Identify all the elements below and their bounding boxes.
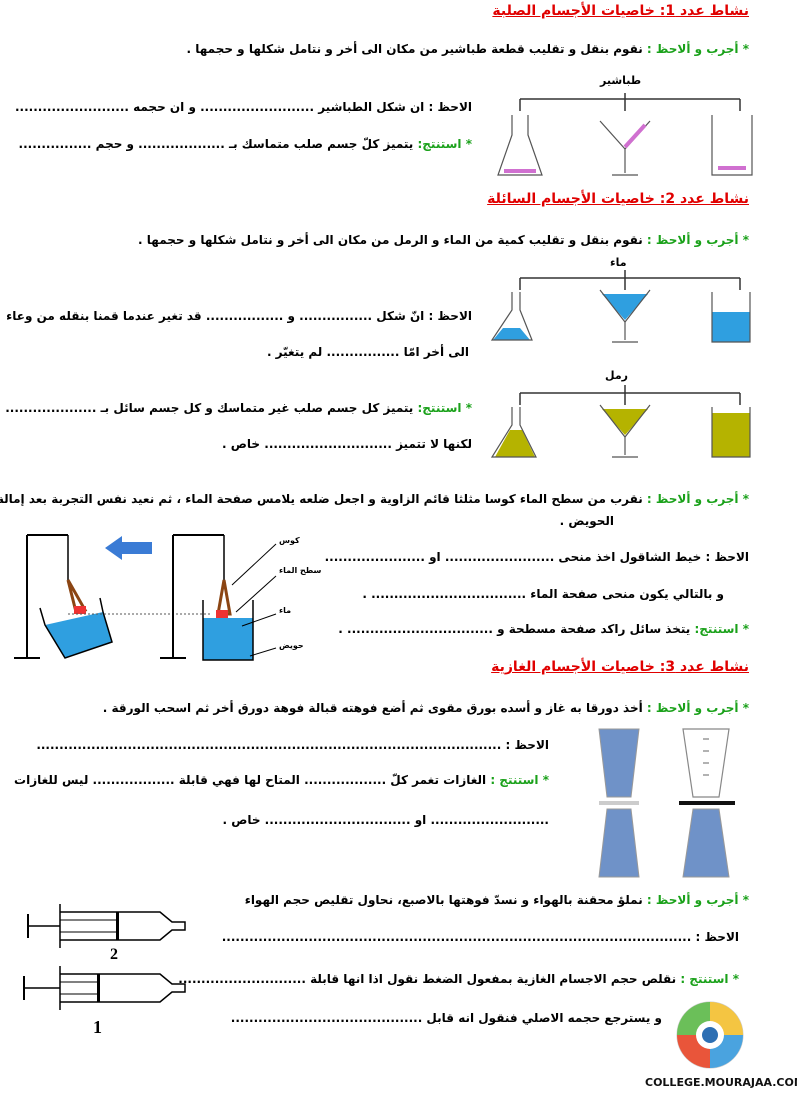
activity2b-observe-2: و بالتالي يكون منحى صفحة الماء .........… xyxy=(362,587,724,601)
conclude-text: نقلص حجم الاجسام الغازية بمفعول الضغط نق… xyxy=(178,972,677,986)
activity1-observe: الاحظ : ان شكل الطباشير ................… xyxy=(14,100,472,114)
conclude-label: * استنتج : xyxy=(680,972,739,986)
conclude-text: يتميز كل جسم صلب غير متماسك و كل جسم سائ… xyxy=(5,401,414,415)
instruction-label: * أجرب و ألاحظ : xyxy=(646,42,749,56)
activity1-instruction: * أجرب و ألاحظ : نقوم بنقل و تقليب قطعة … xyxy=(187,42,750,56)
label-water: ماء xyxy=(279,606,292,615)
instruction-text: نقوم بنقل و تقليب كمية من الماء و الرمل … xyxy=(138,233,643,247)
chalk-label: طباشير xyxy=(600,74,642,87)
syringe-1-label: 1 xyxy=(93,1017,102,1037)
activity2-observe-2: الى أخر امّا ................ لم يتغيّر … xyxy=(266,345,469,359)
instruction-label: * أجرب و ألاحظ : xyxy=(646,701,749,715)
activity2b-instruction-1: * أجرب و ألاحظ : نقرب من سطح الماء كوسا … xyxy=(0,492,749,506)
sand-diagram xyxy=(490,385,751,458)
label-basin: حويض xyxy=(279,641,304,650)
water-label: ماء xyxy=(610,256,627,269)
chalk-diagram xyxy=(497,93,753,176)
activity3-conclude-2: .......................... او ..........… xyxy=(222,813,549,827)
activity3-observe: الاحظ : ................................… xyxy=(36,738,549,752)
syringe-2-label: 2 xyxy=(110,946,118,963)
activity4-conclude-2: و يسترجع حجمه الاصلي فنقول انه قابل ....… xyxy=(230,1011,662,1025)
site-logo-icon xyxy=(676,1001,744,1069)
instruction-text: أخذ دورقا به غاز و أسده بورق مقوى ثم أضع… xyxy=(102,701,643,715)
conclude-label: * استنتج : xyxy=(490,773,549,787)
conclude-text: يتخذ سائل راكد صفحة مسطحة و ............… xyxy=(338,622,691,636)
activity4-conclude-1: * استنتج : نقلص حجم الاجسام الغازية بمفع… xyxy=(178,972,739,986)
instruction-label: * أجرب و ألاحظ : xyxy=(646,233,749,247)
activity2b-observe-1: الاحظ : خيط الشاقول اخذ منحى ...........… xyxy=(324,550,749,564)
sand-label: رمل xyxy=(605,369,628,382)
instruction-label: * أجرب و ألاحظ : xyxy=(646,893,749,907)
activity3-conclude-1: * استنتج : الغازات تغمر كلّ ............… xyxy=(14,773,549,787)
syringe-diagram xyxy=(23,904,186,1010)
activity1-title: نشاط عدد 1: خاصيات الأجسام الصلبة xyxy=(492,3,749,19)
instruction-label: * أجرب و ألاحظ : xyxy=(646,492,749,506)
conclude-text: يتميز كلّ جسم صلب متماسك بـ ............… xyxy=(18,137,414,151)
label-surface: سطح الماء xyxy=(279,566,322,575)
activity1-conclude: * استنتج: يتميز كلّ جسم صلب متماسك بـ ..… xyxy=(19,137,472,151)
activity2-title: نشاط عدد 2: خاصيات الأجسام السائلة xyxy=(487,191,749,207)
activity2-observe-1: الاحظ : انّ شكل ................ و .....… xyxy=(6,309,472,323)
activity4-instruction: * أجرب و ألاحظ : نملؤ محقنة بالهواء و نس… xyxy=(245,893,749,907)
activity3-instruction: * أجرب و ألاحظ : أخذ دورقا به غاز و أسده… xyxy=(103,701,749,715)
conclude-label: * استنتج: xyxy=(694,622,749,636)
conclude-text: الغازات تغمر كلّ .................. المت… xyxy=(14,773,487,787)
activity2b-instruction-2: الحويض . xyxy=(559,514,614,528)
gas-flasks-diagram xyxy=(598,728,735,878)
activity2-conclude-2: لكنها لا تتميز .........................… xyxy=(222,437,472,451)
conclude-label: * استنتج: xyxy=(417,401,472,415)
instruction-text: نملؤ محقنة بالهواء و نسدّ فوهتها بالاصبع… xyxy=(244,893,643,907)
instruction-text: نقرب من سطح الماء كوسا مثلثا قائم الزاوي… xyxy=(0,492,643,506)
label-kous: كوس xyxy=(279,536,300,545)
conclude-label: * استنتج: xyxy=(417,137,472,151)
activity2b-conclude: * استنتج: يتخذ سائل راكد صفحة مسطحة و ..… xyxy=(338,622,749,636)
water-diagram xyxy=(490,270,751,343)
activity3-title: نشاط عدد 3: خاصيات الأجسام الغازية xyxy=(491,659,749,675)
activity4-observe: الاحظ : ................................… xyxy=(221,930,739,944)
plumb-line-diagram xyxy=(14,534,277,661)
site-footer-text: COLLEGE.MOURAJAA.COM xyxy=(645,1076,797,1089)
instruction-text: نقوم بنقل و تقليب قطعة طباشير من مكان ال… xyxy=(186,42,643,56)
activity2-instruction: * أجرب و ألاحظ : نقوم بنقل و تقليب كمية … xyxy=(138,233,749,247)
activity2-conclude-1: * استنتج: يتميز كل جسم صلب غير متماسك و … xyxy=(5,401,472,415)
